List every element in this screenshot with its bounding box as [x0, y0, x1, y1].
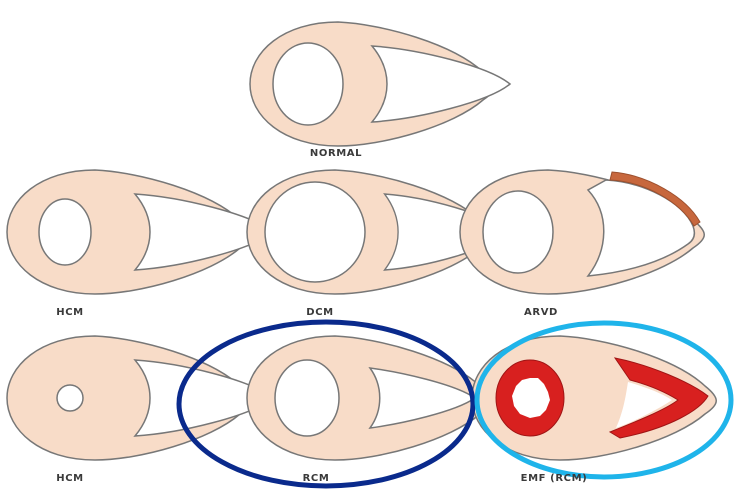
normal-heart	[250, 22, 510, 146]
label-dcm: DCM	[306, 307, 333, 318]
rcm-lv-cavity	[275, 360, 339, 436]
emf-heart	[472, 336, 716, 460]
label-arvd: ARVD	[524, 307, 558, 318]
arvd-rv-cavity	[588, 180, 694, 276]
normal-lv-cavity	[273, 43, 343, 125]
arvd-lv-cavity	[483, 191, 553, 273]
hcm-heart-1	[7, 170, 273, 294]
hcm-heart-2	[7, 336, 273, 460]
normal-rv-cavity	[372, 46, 510, 122]
dcm-lv-cavity	[265, 182, 365, 282]
label-emf: EMF (RCM)	[521, 473, 588, 484]
label-hcm-2: HCM	[56, 473, 83, 484]
label-rcm: RCM	[303, 473, 330, 484]
label-hcm-1: HCM	[56, 307, 83, 318]
arvd-heart	[460, 170, 704, 294]
hcm-lv-cavity-2	[57, 385, 83, 411]
hcm-lv-cavity-1	[39, 199, 91, 265]
label-normal: NORMAL	[310, 148, 362, 159]
